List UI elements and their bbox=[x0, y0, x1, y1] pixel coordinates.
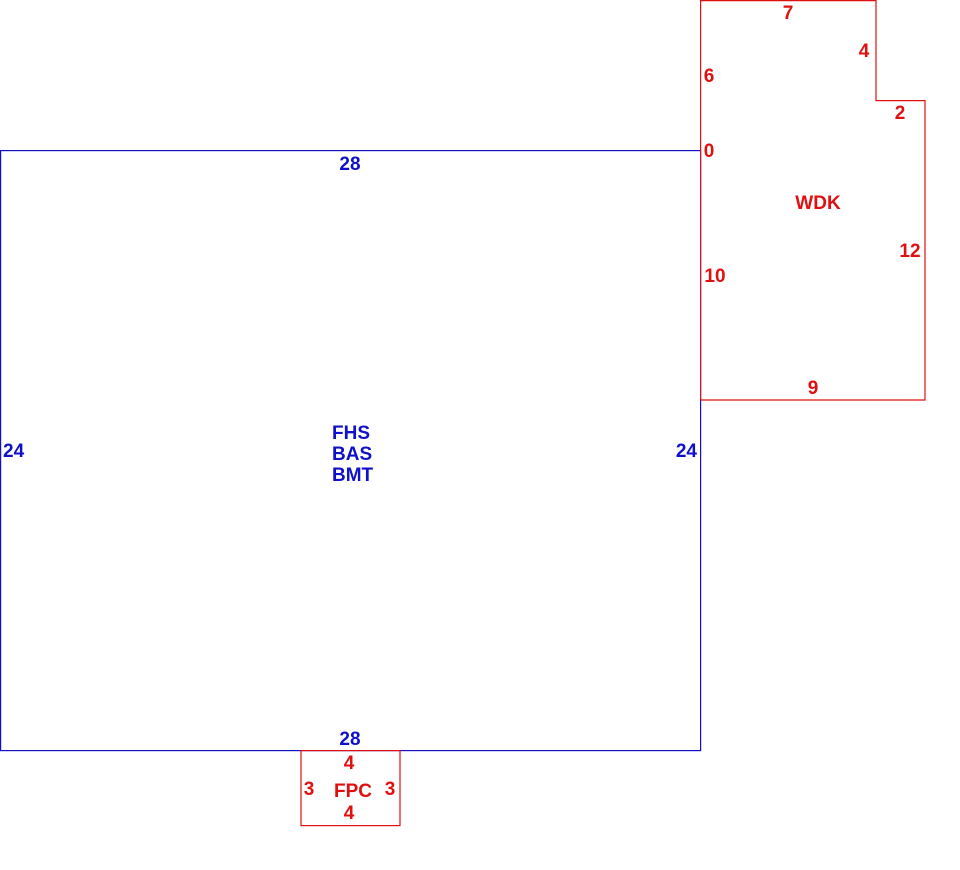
deck-step-right-dimension: 2 bbox=[895, 103, 906, 124]
area-code-wdk: WDK bbox=[795, 193, 841, 214]
main-top-dimension: 28 bbox=[339, 154, 360, 175]
deck-right-dimension: 12 bbox=[899, 241, 920, 262]
main-right-dimension: 24 bbox=[676, 441, 698, 462]
front-porch-outline bbox=[300, 749, 401, 827]
deck-step-down-dimension: 4 bbox=[859, 41, 870, 62]
deck-top-dimension: 7 bbox=[783, 3, 794, 24]
wood-deck-outline bbox=[699, 0, 926, 401]
area-code-fhs: FHS bbox=[332, 423, 370, 444]
deck-upper-left-dimension: 6 bbox=[704, 66, 715, 87]
main-left-dimension: 24 bbox=[3, 441, 25, 462]
deck-lower-left-dimension: 10 bbox=[704, 266, 725, 287]
deck-bottom-dimension: 9 bbox=[808, 378, 819, 399]
porch-top-dimension: 4 bbox=[344, 753, 355, 774]
area-code-bas: BAS bbox=[332, 444, 372, 465]
porch-right-dimension: 3 bbox=[385, 779, 396, 800]
area-code-fpc: FPC bbox=[334, 781, 372, 802]
deck-junction-dimension: 0 bbox=[704, 141, 715, 162]
area-code-bmt: BMT bbox=[332, 465, 374, 486]
porch-left-dimension: 3 bbox=[304, 779, 315, 800]
main-bottom-dimension: 28 bbox=[339, 729, 360, 750]
porch-bottom-dimension: 4 bbox=[344, 803, 355, 824]
